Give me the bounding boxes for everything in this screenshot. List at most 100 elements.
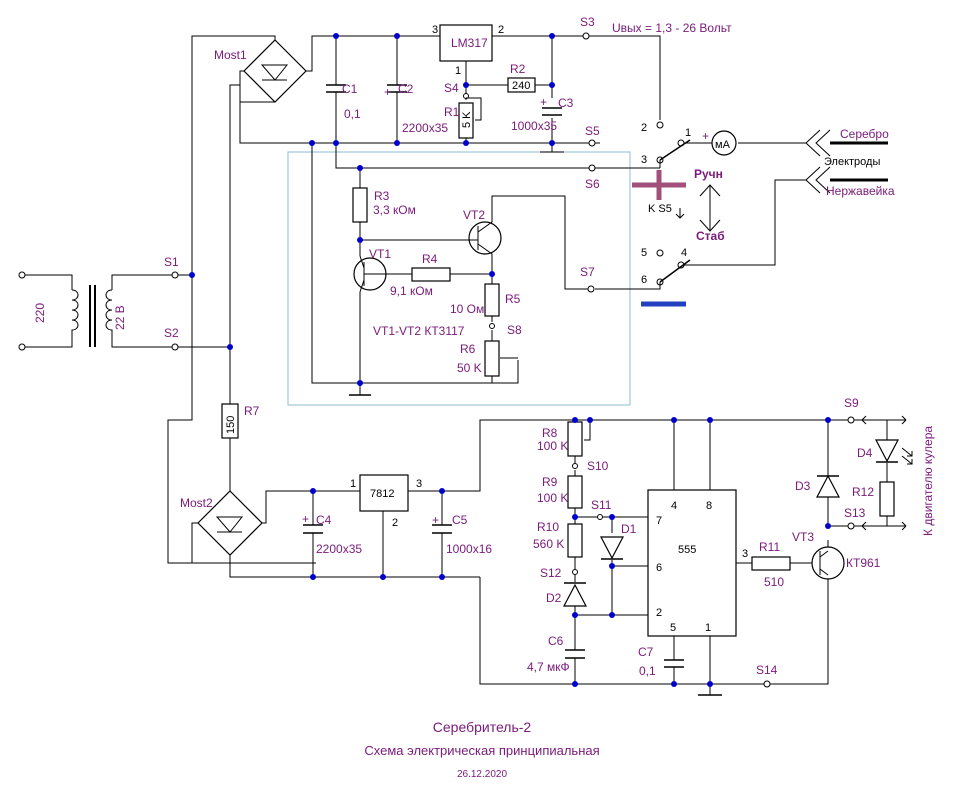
d4-led (875, 439, 899, 463)
svg-text:1: 1 (705, 622, 711, 634)
r1-label: R1 (444, 105, 460, 119)
svg-text:3: 3 (416, 478, 422, 490)
r8-value: 100 K (537, 439, 568, 453)
bridge-most1 (239, 35, 600, 144)
silver-label: Серебро (840, 127, 889, 141)
most1-label: Most1 (214, 48, 247, 62)
electrodes-label: Электроды (824, 156, 880, 168)
svg-text:4: 4 (671, 500, 677, 512)
s9-label: S9 (844, 396, 859, 410)
svg-text:+: + (702, 129, 709, 143)
s6-label: S6 (585, 177, 600, 191)
c2-label: C2 (398, 82, 414, 96)
s11-label: S11 (591, 498, 612, 512)
c4-value: 2200x35 (316, 542, 362, 556)
svg-text:+: + (384, 85, 391, 99)
vt3-type: КТ961 (846, 556, 881, 570)
r6-label: R6 (460, 342, 476, 356)
d3-label: D3 (795, 479, 811, 493)
c3-label: C3 (558, 96, 574, 110)
svg-text:2: 2 (656, 607, 662, 619)
r5-label: R5 (505, 292, 521, 306)
date: 26.12.2020 (457, 769, 507, 780)
subtitle: Схема электрическая принципиальная (364, 743, 599, 758)
vt1-label: VT1 (369, 247, 391, 261)
transformer (18, 271, 172, 351)
d2-diode (563, 583, 587, 607)
s5-label: S5 (585, 124, 600, 138)
switch-s5: 2 1 3 5 4 6 (595, 121, 806, 290)
c6-label: C6 (548, 634, 564, 648)
c7-value: 0,1 (639, 664, 656, 678)
svg-text:6: 6 (656, 562, 662, 574)
svg-text:1: 1 (455, 65, 461, 77)
svg-text:3: 3 (432, 24, 438, 36)
svg-text:4: 4 (681, 247, 687, 259)
output-voltage-label: Uвых = 1,3 - 26 Вольт (612, 21, 732, 35)
r7-label: R7 (244, 404, 260, 418)
vt2-label: VT2 (463, 208, 485, 222)
d1-diode (600, 536, 624, 560)
svg-text:3: 3 (742, 548, 748, 560)
r9-value: 100 K (537, 491, 568, 505)
svg-text:+: + (302, 512, 309, 526)
c4-label: C4 (316, 513, 332, 527)
r4-label: R4 (422, 252, 438, 266)
marker-cross (632, 170, 686, 200)
r11-label: R11 (759, 540, 780, 554)
title: Серебритель-2 (433, 719, 532, 735)
r9-label: R9 (542, 475, 558, 489)
svg-text:3: 3 (641, 154, 647, 166)
svg-text:мА: мА (715, 139, 731, 151)
c7-label: C7 (638, 645, 654, 659)
manual-label: Ручн (694, 167, 723, 181)
c3-value: 1000x35 (511, 119, 557, 133)
s2-label: S2 (164, 326, 179, 340)
transformer-output-label: 22 В (113, 305, 127, 330)
d2-label: D2 (546, 591, 562, 605)
lm317-chip (439, 24, 493, 62)
r2-value: 240 (512, 80, 530, 92)
s3-label: S3 (580, 15, 595, 29)
r6-value: 50 K (457, 361, 482, 375)
d4-label: D4 (857, 446, 873, 460)
svg-text:1: 1 (685, 127, 691, 139)
r11-value: 510 (764, 575, 784, 589)
r2-label: R2 (510, 62, 526, 76)
s12-label: S12 (540, 566, 562, 580)
svg-text:7: 7 (656, 515, 662, 527)
most2-label: Most2 (180, 496, 213, 510)
regulator-block-frame (287, 151, 631, 406)
cooler-label: К двигателю кулера (921, 426, 935, 536)
steel-label: Нержавейка (826, 184, 895, 198)
s14-label: S14 (756, 663, 778, 677)
c5-label: C5 (452, 513, 468, 527)
r10-label: R10 (537, 520, 559, 534)
r8-label: R8 (542, 426, 558, 440)
s8-label: S8 (507, 323, 522, 337)
s1-label: S1 (164, 255, 179, 269)
vt-note: VT1-VT2 КТ3117 (373, 324, 465, 338)
svg-text:2: 2 (641, 122, 647, 134)
stab-label: Стаб (696, 229, 725, 243)
r5-value: 10 Ом (450, 302, 484, 316)
svg-text:6: 6 (641, 274, 647, 286)
c6-value: 4,7 мкФ (527, 660, 570, 674)
r12-label: R12 (852, 485, 874, 499)
s4-label: S4 (444, 81, 459, 95)
s10-label: S10 (587, 459, 609, 473)
u555-label: 555 (678, 544, 696, 556)
transformer-input-label: 220 (33, 303, 47, 323)
svg-text:+: + (432, 513, 439, 527)
svg-text:1: 1 (350, 478, 356, 490)
vt3-transistor (811, 546, 845, 580)
d1-label: D1 (621, 522, 637, 536)
r10-value: 560 K (533, 537, 564, 551)
r4-value: 9,1 кОм (390, 284, 433, 298)
svg-text:+: + (540, 95, 547, 109)
junctions (189, 33, 831, 687)
r3-label: R3 (374, 189, 390, 203)
c1-value: 0,1 (344, 107, 361, 121)
r7-value: 150 (225, 416, 237, 434)
